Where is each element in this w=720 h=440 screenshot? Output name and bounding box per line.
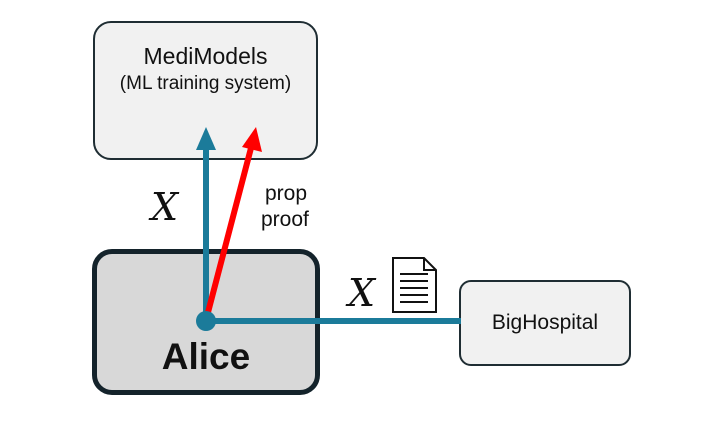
- edge-label-prop: prop: [265, 182, 307, 205]
- edge-label-proof: proof: [261, 208, 309, 231]
- edge-label-x-bighospital: X: [345, 271, 377, 315]
- alice-connection-dot: [196, 311, 216, 331]
- document-icon: [392, 257, 437, 313]
- arrowhead-blue: [196, 127, 216, 150]
- arrowhead-red: [242, 127, 262, 152]
- edge-label-x-medimodels: X: [148, 185, 180, 229]
- edge-alice-medimodels-red: [203, 147, 254, 321]
- alice-label: Alice: [161, 336, 251, 377]
- medimodels-subtitle: (ML training system): [119, 73, 292, 94]
- bighospital-label: BigHospital: [491, 311, 599, 334]
- bighospital-node: BigHospital: [459, 280, 631, 366]
- medimodels-title: MediModels: [143, 43, 268, 69]
